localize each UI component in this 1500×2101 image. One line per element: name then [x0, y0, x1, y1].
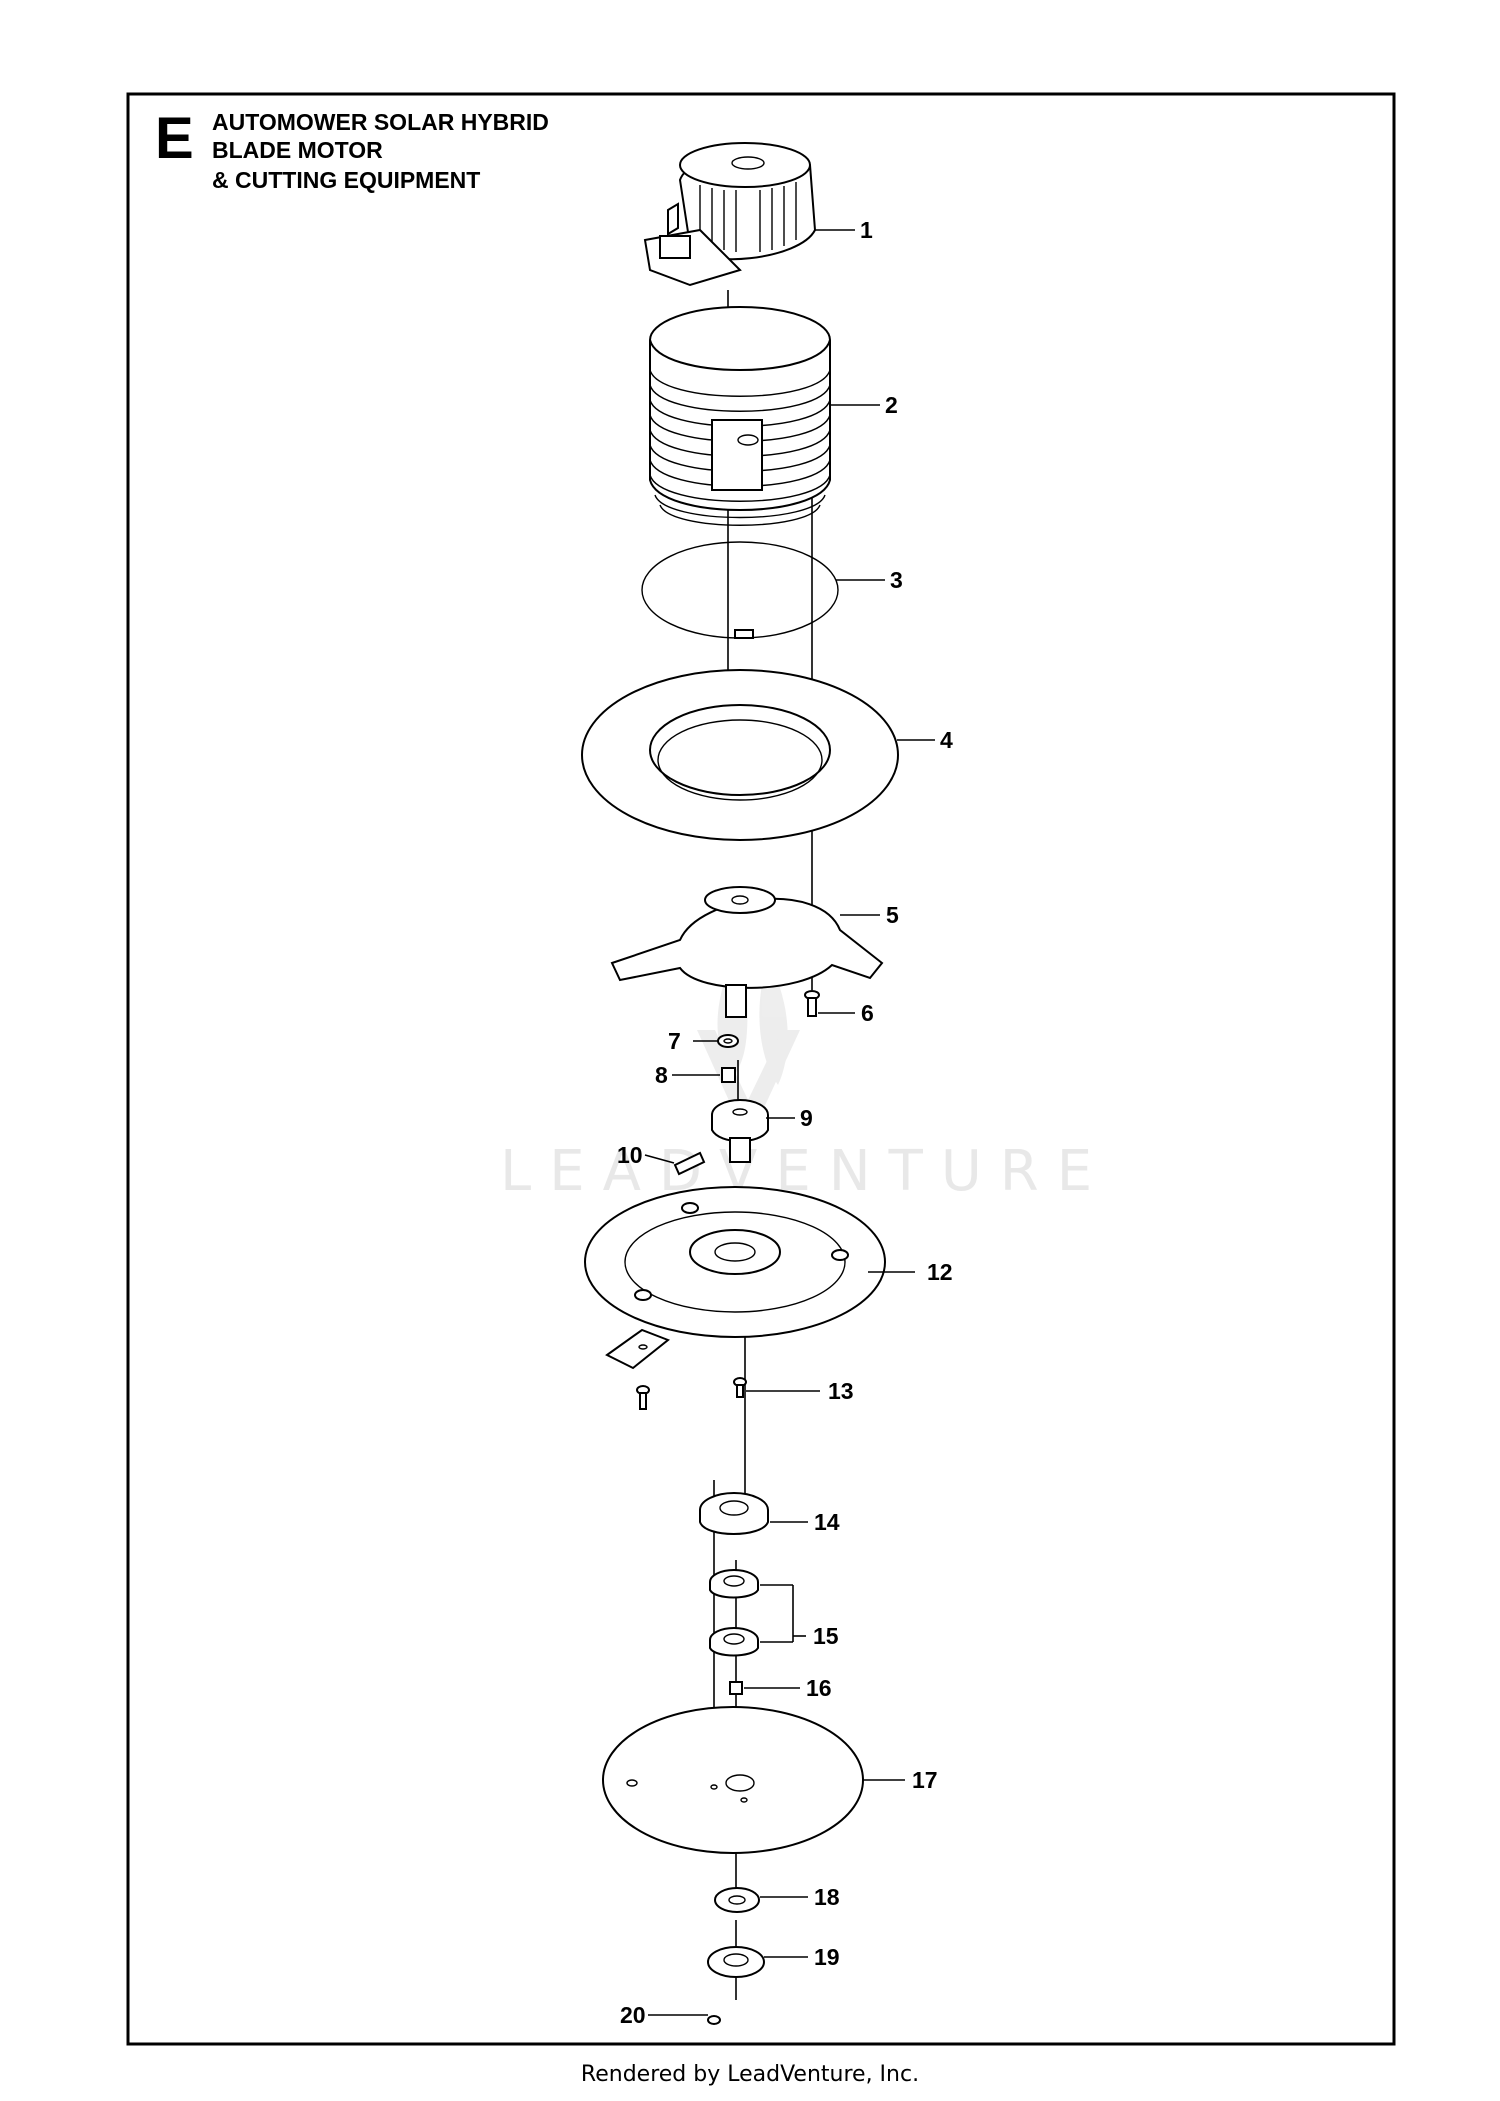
title-line-2: BLADE MOTOR [212, 137, 383, 163]
part-1-blade-motor [643, 142, 817, 287]
diagram-frame [126, 92, 1396, 2046]
callout-10: 10 [617, 1142, 643, 1168]
title-line-3: & CUTTING EQUIPMENT [212, 167, 480, 193]
title-line-1: AUTOMOWER SOLAR HYBRID [212, 109, 549, 135]
callout-8: 8 [655, 1062, 668, 1088]
watermark-text: LEADVENTURE [500, 1139, 1110, 1204]
part-17-skid-plate [602, 1706, 864, 1854]
callout-19: 19 [814, 1944, 840, 1970]
part-15-bearing-lower [709, 1627, 759, 1657]
leader-lines [644, 229, 935, 2016]
part-4-flange-ring [581, 669, 899, 841]
part-14-bearing-housing [699, 1492, 769, 1535]
callout-12: 12 [927, 1259, 953, 1285]
part-12-blade-disc [584, 1186, 886, 1338]
callout-4: 4 [940, 727, 953, 753]
callout-6: 6 [861, 1000, 874, 1026]
part-3-seal-ring [641, 541, 839, 639]
callout-5: 5 [886, 902, 899, 928]
callout-16: 16 [806, 1675, 832, 1701]
part-2-motor-housing [649, 306, 831, 526]
callout-7: 7 [668, 1028, 681, 1054]
footer-credit: Rendered by LeadVenture, Inc. [580, 2062, 920, 2087]
callout-1: 1 [860, 217, 873, 243]
callout-3: 3 [890, 567, 903, 593]
part-6-screw [804, 990, 820, 1017]
part-9-blade-hub [711, 1099, 769, 1163]
part-20-screw [707, 2015, 721, 2025]
part-19-hub-cap [707, 1946, 765, 1978]
callout-18: 18 [814, 1884, 840, 1910]
callout-14: 14 [814, 1509, 840, 1535]
callout-2: 2 [885, 392, 898, 418]
cutting-blade [605, 1328, 670, 1370]
callout-20: 20 [620, 2002, 646, 2028]
callout-13: 13 [828, 1378, 854, 1404]
callout-9: 9 [800, 1105, 813, 1131]
part-5-mount-plate [610, 886, 884, 1018]
part-16-nut [729, 1681, 743, 1695]
callout-17: 17 [912, 1767, 938, 1793]
part-13-screw [733, 1377, 747, 1398]
blade-screw [636, 1385, 650, 1410]
part-18-washer [714, 1887, 760, 1913]
part-15-bearing-upper [709, 1569, 759, 1599]
part-8-nut [721, 1067, 736, 1083]
section-letter: E [155, 106, 194, 171]
callout-15: 15 [813, 1623, 839, 1649]
part-7-washer [717, 1034, 739, 1048]
part-10-set-screw [673, 1151, 706, 1176]
